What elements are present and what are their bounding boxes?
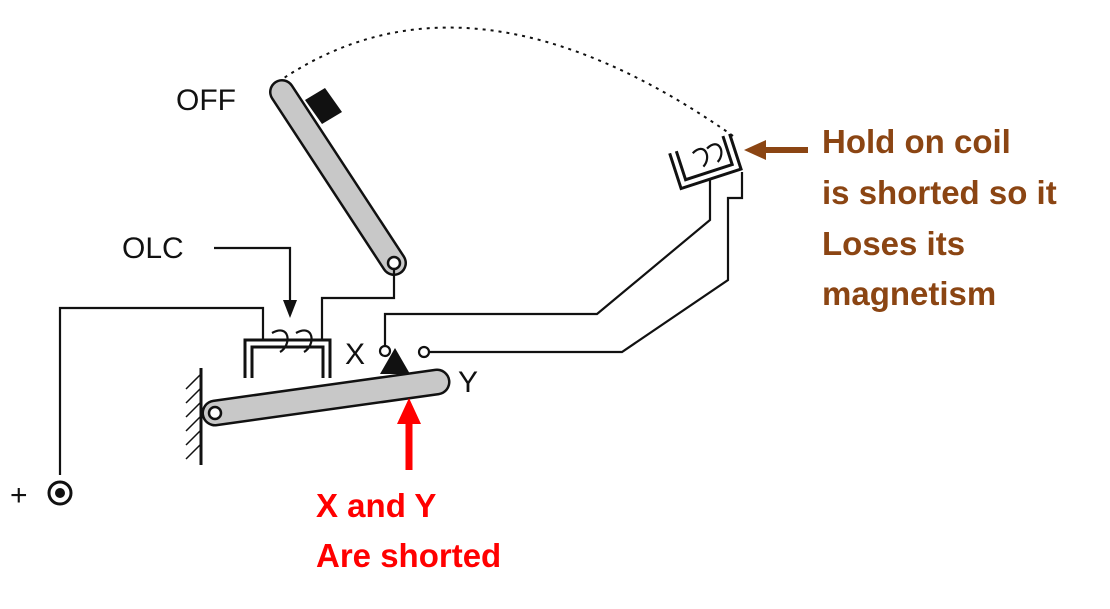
supply-terminal-dot <box>55 488 65 498</box>
y-label: Y <box>458 366 478 399</box>
y-wire <box>429 172 744 354</box>
off-label: OFF <box>176 84 236 117</box>
red-arrow-head <box>397 398 421 424</box>
hold-on-note-line-4: magnetism <box>822 275 996 312</box>
handle-travel-arc <box>277 26 737 139</box>
x-terminal <box>378 344 392 358</box>
olc-coil <box>58 270 396 475</box>
brown-arrow-head <box>744 140 766 160</box>
olc-arrowhead <box>283 300 297 318</box>
plus-label: + <box>10 479 28 512</box>
x-label: X <box>345 338 365 371</box>
y-terminal <box>417 345 431 359</box>
x-wire <box>383 178 712 346</box>
olc-label: OLC <box>122 232 184 265</box>
hold-on-note-line-2: is shorted so it <box>822 174 1057 211</box>
hold-on-coil <box>668 133 743 191</box>
hold-on-note-line-3: Loses its <box>822 225 965 262</box>
contact-arm <box>201 348 451 427</box>
xy-note-line-1: X and Y <box>316 487 436 524</box>
handle-soft-iron-piece <box>305 88 342 124</box>
hold-on-note-line-1: Hold on coil <box>822 123 1011 160</box>
olc-pointer <box>214 246 292 305</box>
contact-triangle <box>380 348 410 374</box>
handle-arm <box>269 79 407 276</box>
xy-note-line-2: Are shorted <box>316 537 501 574</box>
